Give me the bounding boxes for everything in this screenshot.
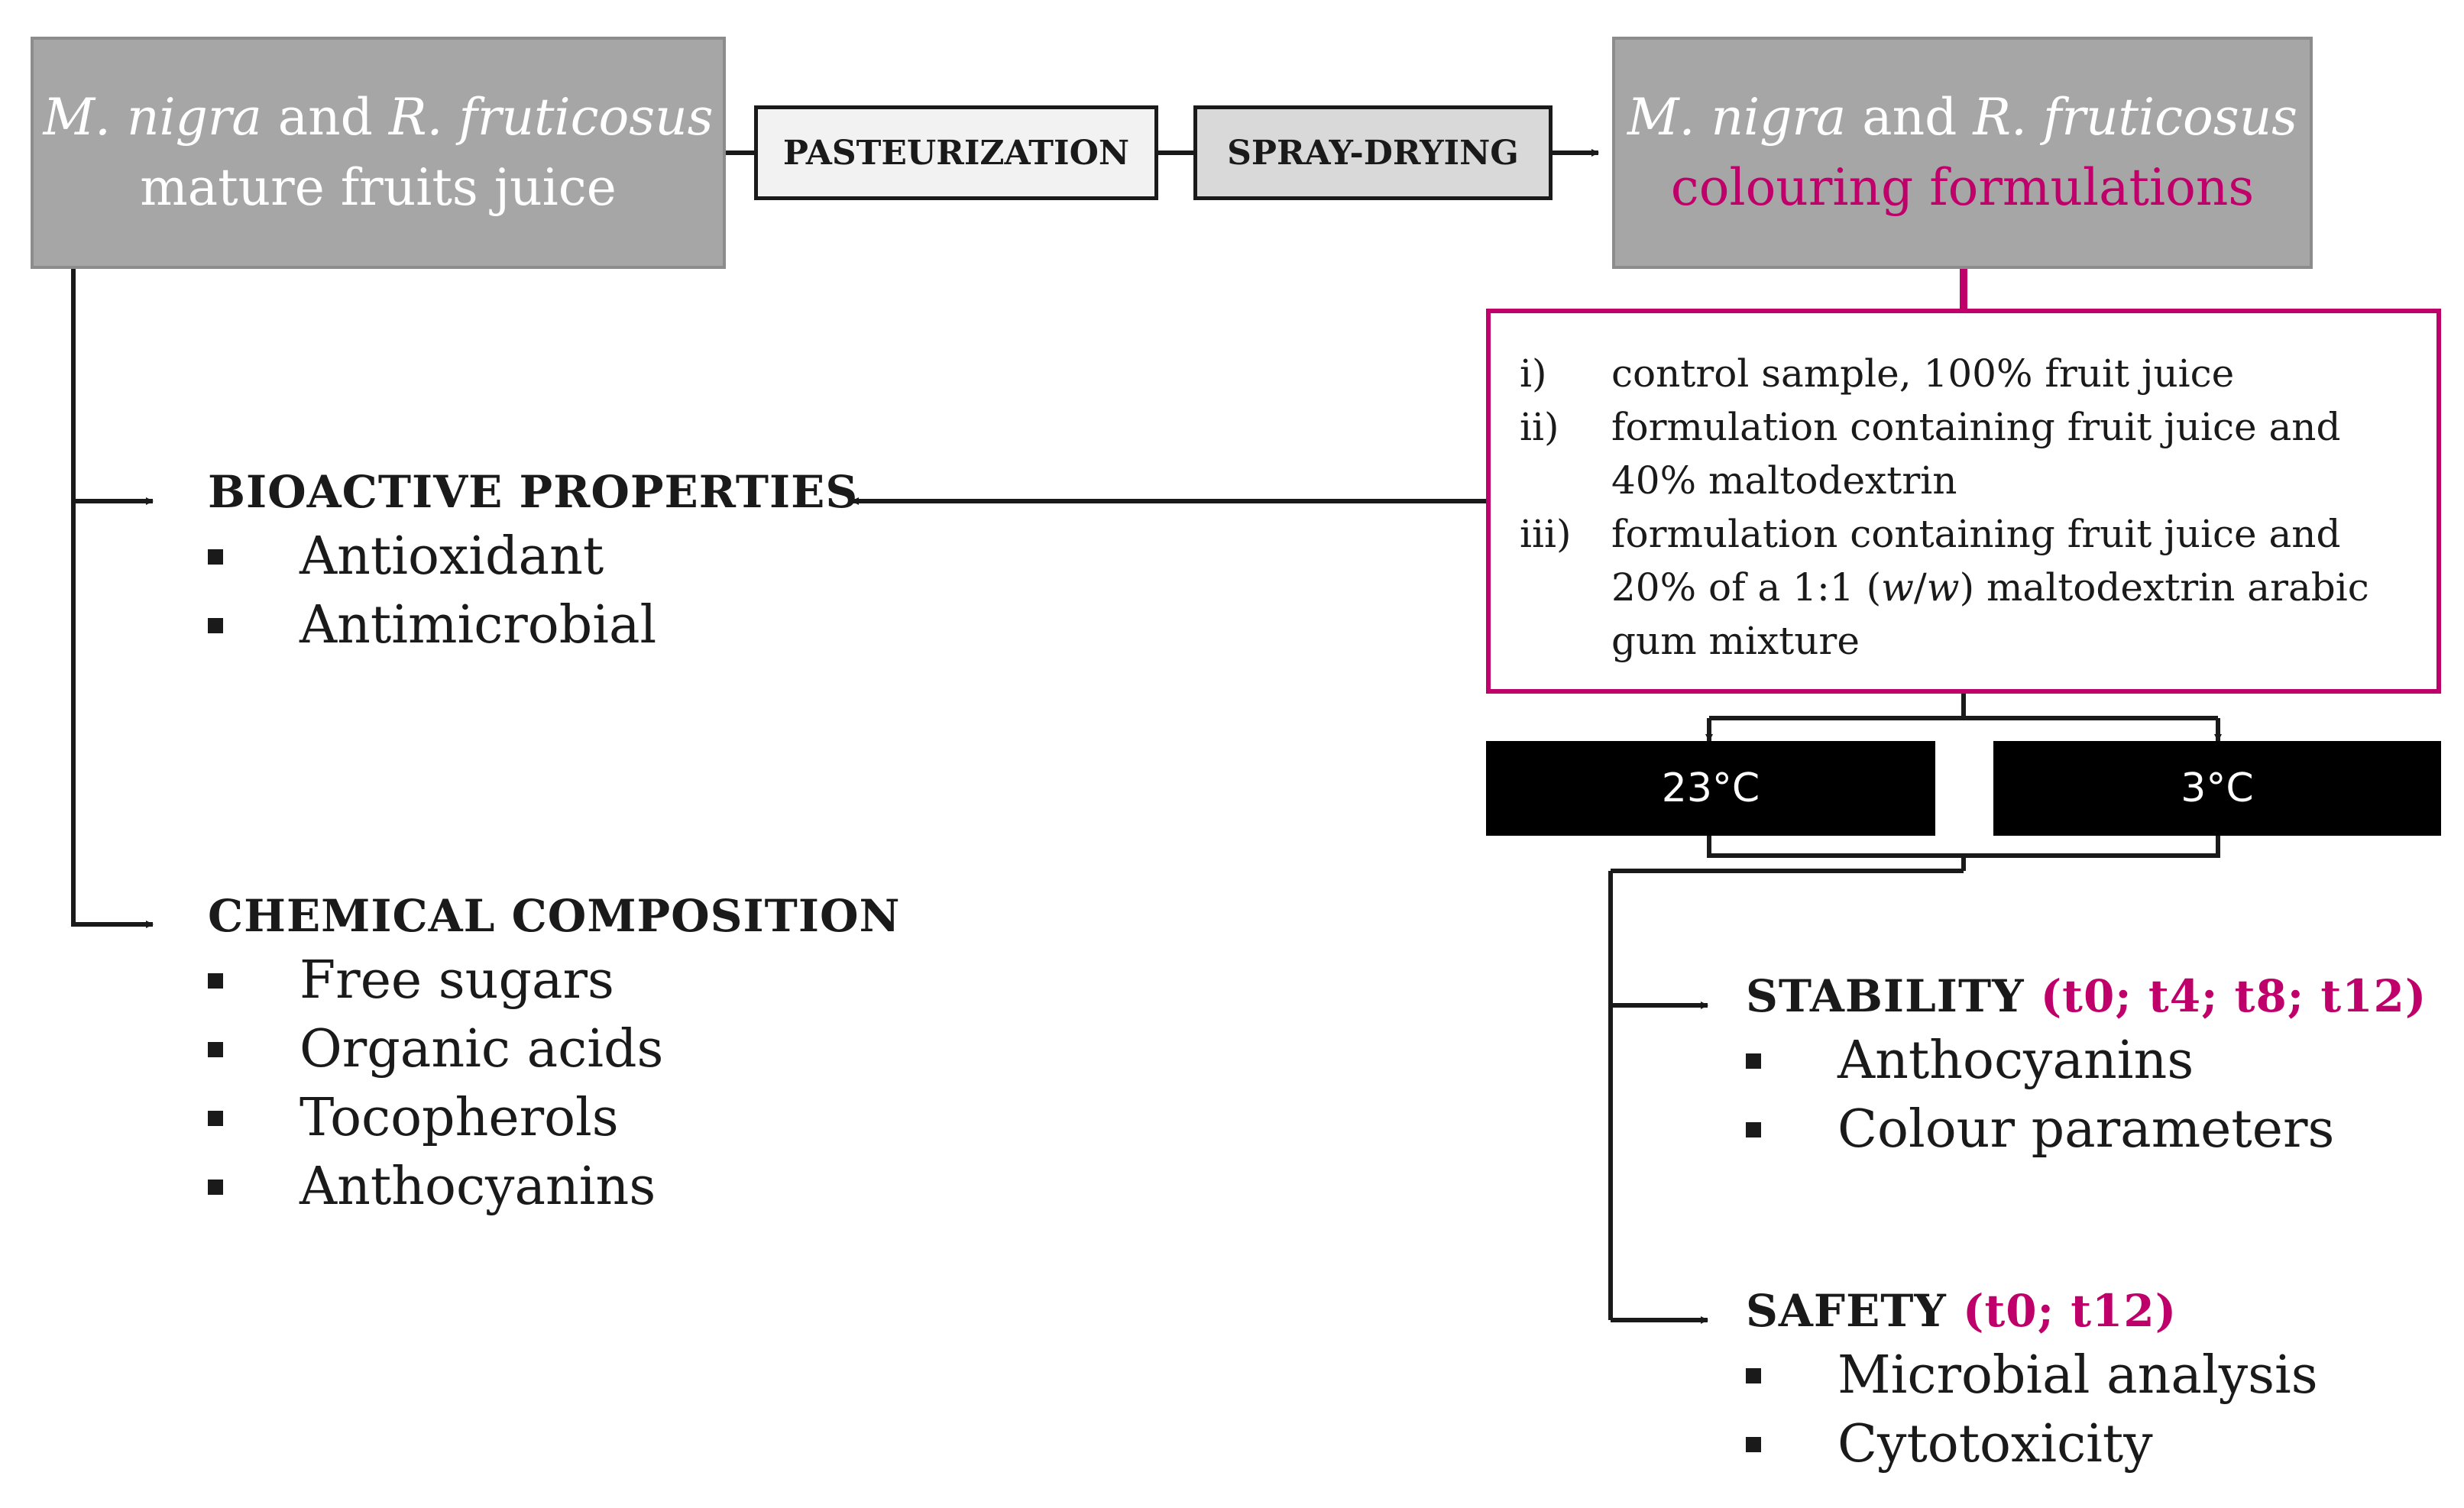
pasteurization-step: PASTEURIZATION [754,105,1158,200]
safety-label: SAFETY [1746,1285,1947,1337]
safety-list: Microbial analysis Cytotoxicity [1746,1341,2318,1479]
list-item-label: Anthocyanins [1837,1031,2194,1091]
formulation-text: 40% maltodextrin [1611,458,1957,503]
formulation-text: formulation containing fruit juice and [1611,405,2341,449]
formulation-text-part: 20% of a 1:1 ( [1611,565,1882,610]
list-item: Tocopherols [208,1084,901,1153]
stability-label: STABILITY [1746,970,2025,1022]
bioactive-heading: BIOACTIVE PROPERTIES [208,466,859,518]
formulation-item: iii) formulation containing fruit juice … [1520,507,2414,668]
and-label: and [1862,88,1957,147]
product-box-line1: M. nigra and R. fruticosus [1615,83,2310,153]
formulation-text: 20% of a 1:1 (w/w) maltodextrin arabic [1611,561,2369,614]
formulation-text-part: w [1926,565,1960,610]
list-item-label: Cytotoxicity [1837,1414,2153,1474]
stability-list: Anthocyanins Colour parameters [1746,1027,2427,1164]
chemical-heading: CHEMICAL COMPOSITION [208,890,901,942]
safety-section: SAFETY (t0; t12) Microbial analysis Cyto… [1746,1285,2318,1479]
list-item-label: Microbial analysis [1837,1345,2318,1406]
chemical-list: Free sugars Organic acids Tocopherols An… [208,947,901,1222]
spray-drying-step: SPRAY-DRYING [1193,105,1553,200]
formulation-text: gum mixture [1611,619,1860,663]
list-item-label: Tocopherols [300,1088,619,1148]
bullet-icon [208,1042,223,1057]
source-juice-box: M. nigra and R. fruticosus mature fruits… [31,37,726,269]
product-box-line2: colouring formulations [1670,158,2255,217]
chemical-section: CHEMICAL COMPOSITION Free sugars Organic… [208,890,901,1222]
safety-times: (t0; t12) [1963,1285,2177,1337]
colouring-formulations-box: M. nigra and R. fruticosus colouring for… [1612,37,2313,269]
formulation-item: i) control sample, 100% fruit juice [1520,347,2414,400]
list-item: Cytotoxicity [1746,1410,2318,1479]
safety-heading: SAFETY (t0; t12) [1746,1285,2318,1337]
formulation-text-part: / [1913,565,1927,610]
formulation-text-part: ) maltodextrin arabic [1959,565,2369,610]
species-rubus-label: R. fruticosus [388,88,714,147]
list-item: Antimicrobial [208,591,858,660]
formulation-number: ii) [1520,405,1559,449]
bullet-icon [208,1111,223,1126]
pasteurization-label: PASTEURIZATION [782,133,1130,173]
stability-section: STABILITY (t0; t4; t8; t12) Anthocyanins… [1746,970,2427,1164]
formulation-text: control sample, 100% fruit juice [1611,351,2235,396]
temperature-23c-box: 23°C [1486,741,1935,836]
list-item: Free sugars [208,947,901,1015]
bullet-icon [208,973,223,989]
list-item: Antioxidant [208,523,858,591]
spray-drying-label: SPRAY-DRYING [1227,133,1519,173]
formulation-item: ii) formulation containing fruit juice a… [1520,400,2414,507]
list-item: Microbial analysis [1746,1341,2318,1410]
temperature-23c-label: 23°C [1661,765,1760,811]
temperature-3c-box: 3°C [1993,741,2441,836]
bullet-icon [1746,1368,1761,1383]
bullet-icon [1746,1122,1761,1137]
list-item-label: Antioxidant [300,526,604,587]
list-item: Anthocyanins [1746,1027,2427,1095]
and-label: and [277,88,373,147]
bullet-icon [208,1180,223,1195]
list-item: Colour parameters [1746,1095,2427,1164]
bullet-icon [208,549,223,565]
species-morus-label: M. nigra [1627,88,1847,147]
stability-heading: STABILITY (t0; t4; t8; t12) [1746,970,2427,1022]
bioactive-list: Antioxidant Antimicrobial [208,523,858,660]
bullet-icon [208,618,223,633]
source-box-line2: mature fruits juice [140,158,617,217]
list-item: Anthocyanins [208,1153,901,1222]
species-morus-label: M. nigra [43,88,262,147]
bioactive-section: BIOACTIVE PROPERTIES Antioxidant Antimic… [208,466,858,660]
temperature-3c-label: 3°C [2181,765,2254,811]
stability-times: (t0; t4; t8; t12) [2040,970,2427,1022]
formulation-number: i) [1520,351,1547,396]
list-item-label: Organic acids [300,1019,664,1079]
list-item: Organic acids [208,1015,901,1084]
list-item-label: Colour parameters [1837,1099,2335,1160]
list-item-label: Antimicrobial [300,595,657,655]
join-bracket-line [1707,836,2220,858]
formulations-box: i) control sample, 100% fruit juice ii) … [1486,309,2441,694]
list-item-label: Anthocyanins [300,1157,656,1217]
species-rubus-label: R. fruticosus [1973,88,2298,147]
list-item-label: Free sugars [300,950,614,1011]
bullet-icon [1746,1053,1761,1069]
source-box-line1: M. nigra and R. fruticosus [34,83,723,153]
formulation-text-part: w [1881,565,1914,610]
bullet-icon [1746,1437,1761,1452]
formulation-number: iii) [1520,512,1572,556]
formulation-text: formulation containing fruit juice and [1611,512,2341,556]
